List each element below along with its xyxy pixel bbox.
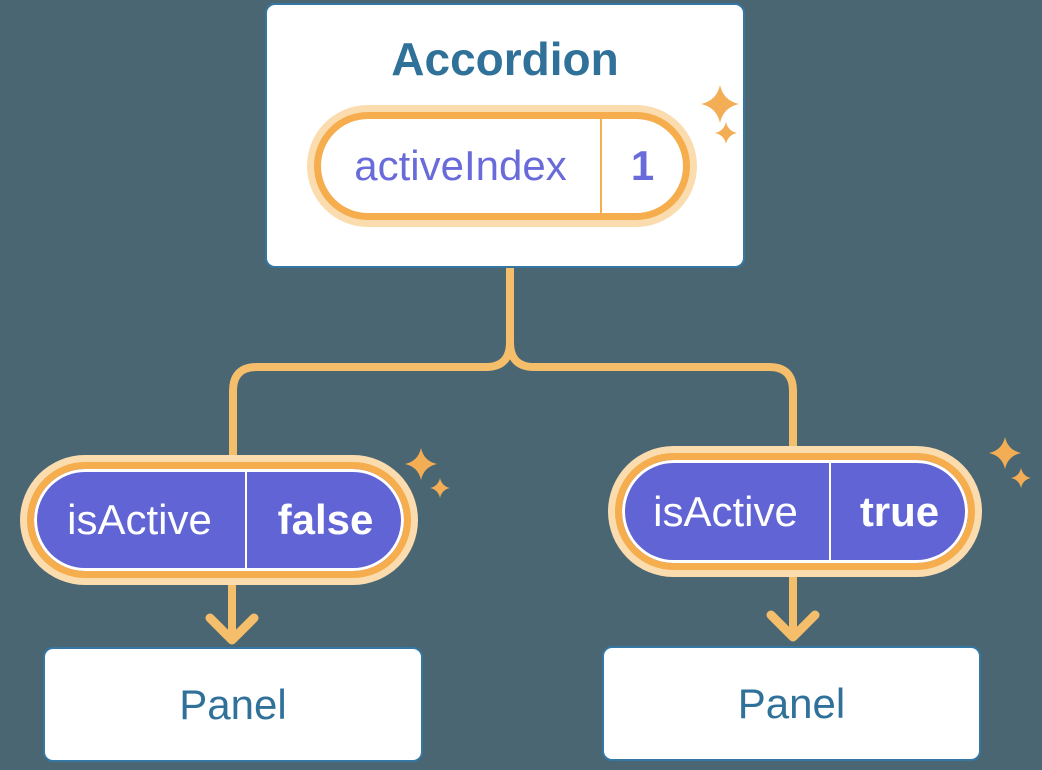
pill-divider: [245, 469, 247, 571]
panel-label: Panel: [179, 680, 287, 728]
pill-divider: [600, 119, 602, 213]
state-label: isActive: [653, 487, 798, 535]
panel-card-right: Panel: [602, 646, 981, 761]
left-arrow-head-icon: [205, 613, 259, 645]
state-pill-activeindex: activeIndex 1: [314, 112, 690, 220]
state-pill-isactive-right: isActive true: [615, 453, 975, 570]
panel-card-left: Panel: [43, 647, 423, 762]
branch-right-line: [506, 338, 797, 456]
state-value: 1: [630, 142, 655, 189]
accordion-title: Accordion: [391, 33, 619, 85]
state-label: isActive: [67, 496, 212, 543]
state-value: false: [277, 496, 374, 543]
state-value: true: [859, 487, 940, 535]
state-label: activeIndex: [354, 142, 567, 189]
state-pill-isactive-left: isActive false: [27, 462, 411, 578]
branch-left-line: [229, 338, 514, 465]
pill-divider: [829, 460, 831, 563]
panel-label: Panel: [737, 679, 846, 727]
right-arrow-head-icon: [766, 610, 820, 642]
